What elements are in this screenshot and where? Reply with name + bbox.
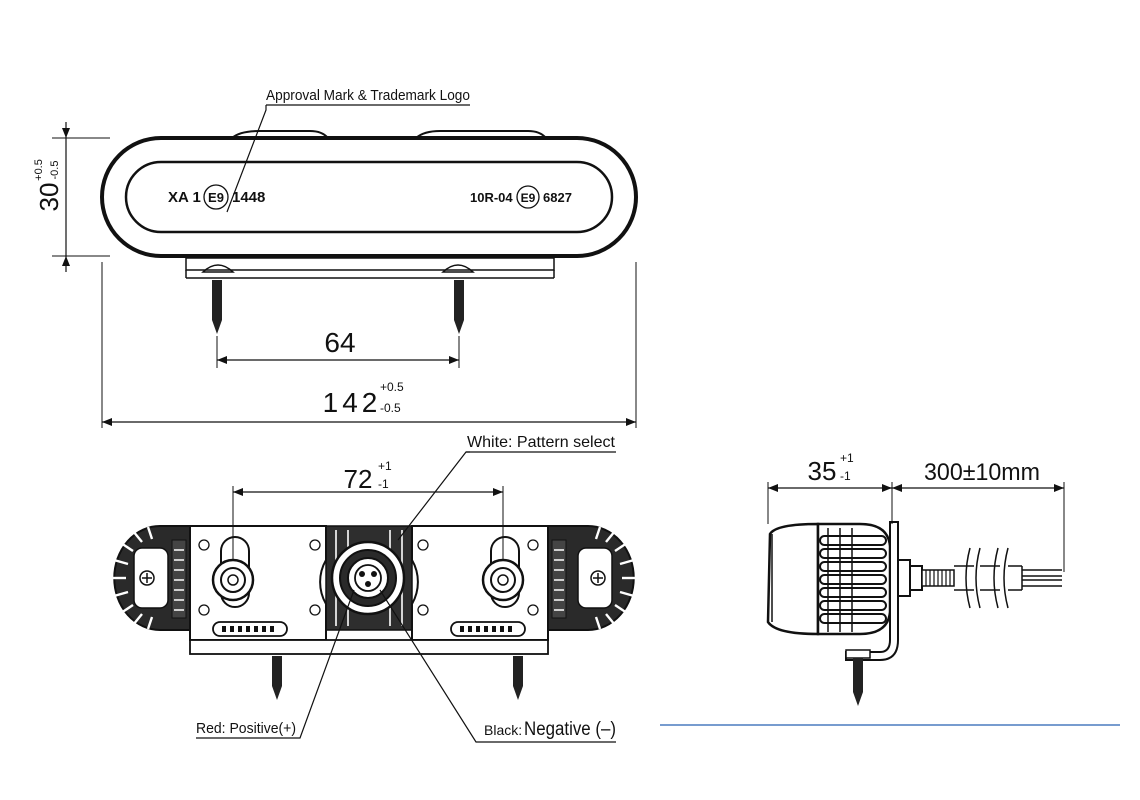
right-e-mark-text: E9	[521, 191, 536, 205]
wire-black-label-suffix: Negative (–)	[524, 719, 616, 740]
rear-stud-left	[211, 536, 255, 608]
bracket-spacing-tol-plus: +1	[378, 459, 392, 473]
right-e-mark-circle	[516, 185, 540, 209]
width-dim-value: 142	[323, 387, 382, 418]
side-cable	[954, 547, 1062, 609]
width-dim-tol-plus: +0.5	[380, 380, 404, 394]
front-mount-bolt-right	[454, 280, 464, 334]
front-mount-bolt-left	[212, 280, 222, 334]
left-approval-prefix: XA 1	[168, 189, 201, 206]
rear-connector	[330, 540, 406, 616]
side-heatsink	[816, 522, 892, 636]
height-dim-tol-minus: -0.5	[49, 161, 61, 180]
wire-black-label-prefix: Black:	[484, 722, 522, 738]
rear-view	[112, 451, 636, 743]
depth-dim-tol-minus: -1	[840, 469, 851, 483]
front-base-plate	[185, 257, 555, 271]
bracket-spacing-dim-value: 72	[344, 464, 373, 494]
right-approval-prefix: 10R-04	[470, 190, 513, 205]
front-view	[52, 104, 638, 428]
depth-dim-tol-plus: +1	[840, 451, 854, 465]
rear-left-heatsink	[112, 525, 191, 631]
mount-spacing-dim-value: 64	[324, 327, 355, 358]
lamp-body-outline	[100, 136, 638, 258]
side-bracket	[845, 521, 899, 661]
lamp-lens-outline	[124, 160, 614, 234]
depth-dim-value: 35	[808, 456, 837, 486]
rear-mount-bolt-right	[513, 656, 523, 700]
side-cable-gland	[921, 569, 955, 587]
approval-mark-label: Approval Mark & Trademark Logo	[266, 87, 470, 104]
wire-red-label: Red: Positive(+)	[196, 720, 296, 737]
bracket-spacing-tol-minus: -1	[378, 477, 389, 491]
rear-vent-left	[212, 621, 288, 637]
left-e-mark-circle	[203, 184, 229, 210]
right-approval-number: 6827	[543, 190, 572, 205]
rear-mount-bolt-left	[272, 656, 282, 700]
left-e-mark-text: E9	[208, 190, 224, 205]
front-view-arrows	[62, 128, 636, 426]
side-view	[766, 482, 1065, 706]
height-dim-tol-plus: +0.5	[33, 159, 45, 181]
width-dim-tol-minus: -0.5	[380, 401, 401, 415]
rear-vent-right	[450, 621, 526, 637]
rear-right-heatsink	[547, 525, 636, 631]
wire-white-label: White: Pattern select	[467, 434, 616, 451]
cable-length-dim: 300±10mm	[924, 459, 1040, 486]
height-dim-value: 30	[34, 183, 64, 212]
left-approval-number: 1448	[232, 189, 265, 206]
side-mount-bolt	[845, 649, 871, 706]
